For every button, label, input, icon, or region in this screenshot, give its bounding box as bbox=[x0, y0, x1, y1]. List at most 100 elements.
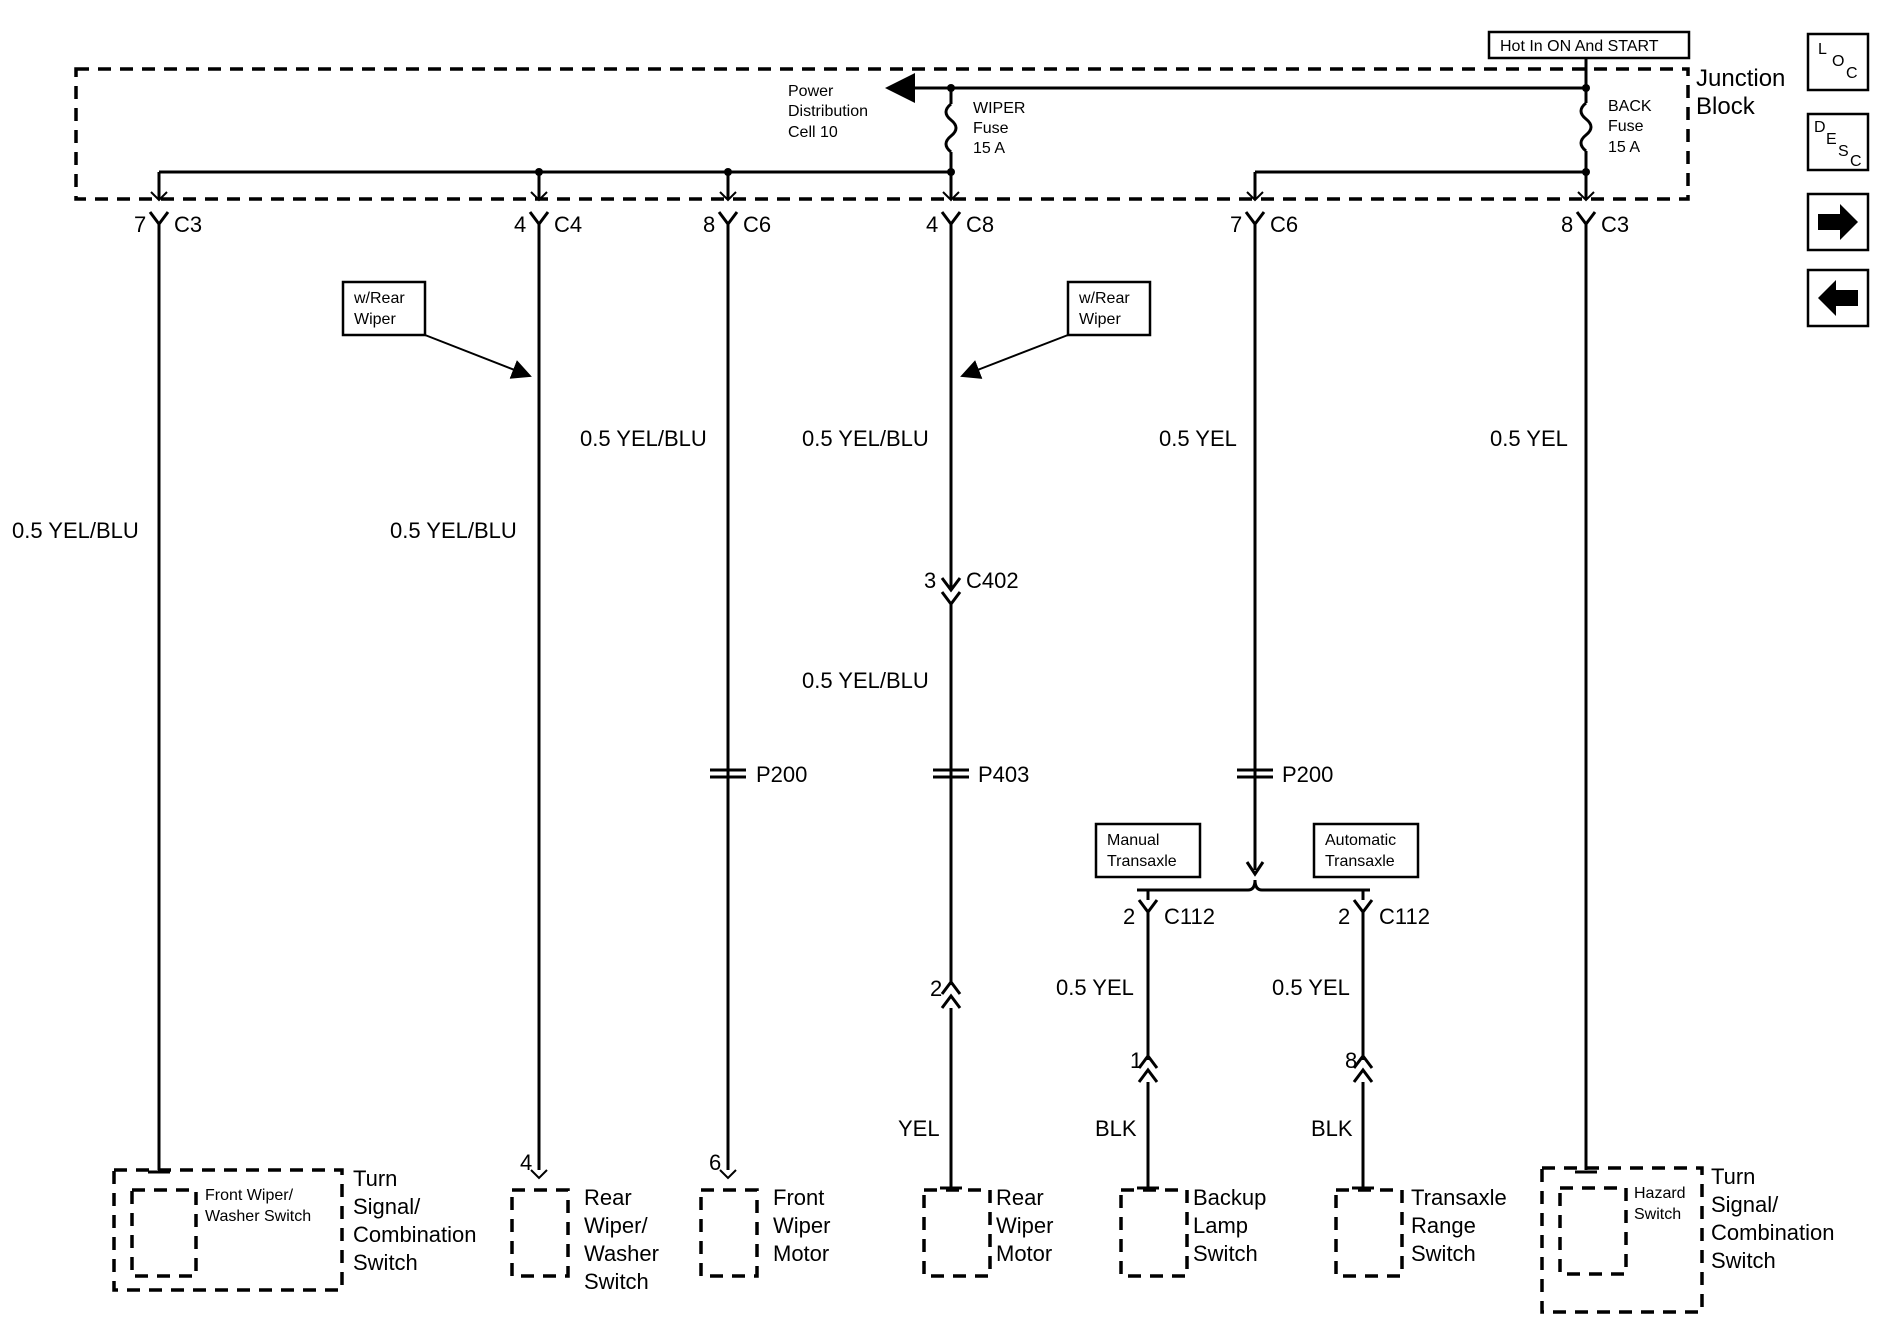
wiper-fuse-label-3: 15 A bbox=[973, 140, 1005, 157]
svg-text:C: C bbox=[1850, 153, 1862, 170]
c112-b-name: C112 bbox=[1379, 904, 1430, 929]
prev-button[interactable] bbox=[1806, 268, 1870, 328]
rear-wiper-note-2b: Wiper bbox=[1079, 311, 1121, 328]
blk-1-color: BLK bbox=[1095, 1116, 1137, 1141]
turn-signal-right-label: Turn bbox=[1711, 1164, 1755, 1189]
rear-wiper-note-2: w/Rear bbox=[1078, 290, 1130, 307]
yel-color: YEL bbox=[898, 1116, 940, 1141]
wire-4-color: 0.5 YEL/BLU bbox=[802, 426, 929, 451]
rear-wiper-washer-label-4: Switch bbox=[584, 1269, 649, 1294]
rear-wiper-note-1b: Wiper bbox=[354, 311, 396, 328]
rear-motor-connector-symbol bbox=[940, 979, 962, 1009]
turn-signal-right-label-2: Signal/ bbox=[1711, 1192, 1779, 1217]
c4-pin: 4 bbox=[514, 212, 526, 237]
arrow-left-icon bbox=[1818, 280, 1858, 316]
rear-wiper-motor-label: Rear bbox=[996, 1185, 1044, 1210]
splice-p403-label: P403 bbox=[978, 762, 1029, 787]
front-motor-pin: 6 bbox=[709, 1150, 721, 1175]
turn-signal-switch-left bbox=[112, 1168, 344, 1292]
backup-lamp-label-3: Switch bbox=[1193, 1241, 1258, 1266]
loc-button[interactable]: L O C bbox=[1806, 32, 1870, 92]
transaxle-range-label-2: Range bbox=[1411, 1213, 1476, 1238]
c8-pin: 4 bbox=[926, 212, 938, 237]
manual-transaxle-label-2: Transaxle bbox=[1107, 853, 1177, 870]
turn-signal-left-label: Turn bbox=[353, 1166, 397, 1191]
bus-drops bbox=[150, 172, 1595, 202]
splice-p200-b-label: P200 bbox=[1282, 762, 1333, 787]
turn-signal-left-label-3: Combination bbox=[353, 1222, 477, 1247]
turn-signal-left-label-2: Signal/ bbox=[353, 1194, 421, 1219]
turn-signal-right-label-3: Combination bbox=[1711, 1220, 1835, 1245]
svg-text:S: S bbox=[1838, 143, 1849, 160]
splice-p200-a bbox=[710, 768, 746, 779]
back-fuse-label-3: 15 A bbox=[1608, 139, 1640, 156]
wire-6-color: 0.5 YEL bbox=[1490, 426, 1568, 451]
rear-motor-pin: 2 bbox=[930, 976, 942, 1001]
c8-name: C8 bbox=[966, 212, 994, 237]
junction-block-label: Junction bbox=[1696, 65, 1785, 92]
c3-right-pin: 8 bbox=[1561, 212, 1573, 237]
wire-1-color: 0.5 YEL/BLU bbox=[12, 518, 139, 543]
svg-text:O: O bbox=[1832, 53, 1844, 70]
front-wiper-motor-label-2: Wiper bbox=[773, 1213, 830, 1238]
manual-transaxle-box bbox=[1094, 822, 1202, 879]
front-wiper-motor-label: Front bbox=[773, 1185, 824, 1210]
range-pin: 8 bbox=[1345, 1048, 1357, 1073]
svg-text:E: E bbox=[1826, 131, 1837, 148]
hot-in-label-box bbox=[1487, 30, 1691, 60]
c6-a-name: C6 bbox=[743, 212, 771, 237]
power-distribution-label: Power bbox=[788, 83, 834, 100]
c402-pin: 3 bbox=[924, 568, 936, 593]
hazard-switch-label: Hazard bbox=[1634, 1185, 1686, 1202]
turn-signal-right-label-4: Switch bbox=[1711, 1248, 1776, 1273]
wiper-fuse-label-2: Fuse bbox=[973, 120, 1009, 137]
top-connectors bbox=[148, 211, 1597, 227]
c4-name: C4 bbox=[554, 212, 582, 237]
backup-lamp-label-2: Lamp bbox=[1193, 1213, 1248, 1238]
automatic-transaxle-label-2: Transaxle bbox=[1325, 853, 1395, 870]
transaxle-split-bracket bbox=[1137, 879, 1370, 892]
back-fuse-symbol bbox=[1579, 101, 1593, 153]
front-wiper-motor-label-3: Motor bbox=[773, 1241, 829, 1266]
c6-b-name: C6 bbox=[1270, 212, 1298, 237]
wiper-fuse-label: WIPER bbox=[973, 100, 1025, 117]
wire-3-color: 0.5 YEL/BLU bbox=[580, 426, 707, 451]
transaxle-range-switch bbox=[1334, 1188, 1404, 1278]
splice-p403 bbox=[933, 768, 969, 779]
wire-5-color: 0.5 YEL bbox=[1159, 426, 1237, 451]
manual-transaxle-label: Manual bbox=[1107, 832, 1159, 849]
wire-2-color: 0.5 YEL/BLU bbox=[390, 518, 517, 543]
next-button[interactable] bbox=[1806, 192, 1870, 252]
rear-wiper-washer-switch bbox=[510, 1188, 570, 1278]
backup-lamp-switch bbox=[1119, 1188, 1189, 1278]
transaxle-range-label-3: Switch bbox=[1411, 1241, 1476, 1266]
transaxle-range-label: Transaxle bbox=[1411, 1185, 1507, 1210]
rear-wiper-note-1-box bbox=[341, 280, 427, 337]
svg-text:C: C bbox=[1846, 65, 1858, 82]
hazard-switch-label-2: Switch bbox=[1634, 1206, 1681, 1223]
hot-in-label: Hot In ON And START bbox=[1500, 38, 1659, 55]
rear-wiper-motor-label-3: Motor bbox=[996, 1241, 1052, 1266]
automatic-transaxle-label: Automatic bbox=[1325, 832, 1396, 849]
wire-8-color: 0.5 YEL bbox=[1272, 975, 1350, 1000]
c402-name: C402 bbox=[966, 568, 1019, 593]
power-distribution-label-3: Cell 10 bbox=[788, 124, 838, 141]
backup-lamp-label: Backup bbox=[1193, 1185, 1266, 1210]
automatic-transaxle-box bbox=[1312, 822, 1420, 879]
power-distribution-label-2: Distribution bbox=[788, 103, 868, 120]
c6-b-pin: 7 bbox=[1230, 212, 1242, 237]
rear-wiper-motor-label-2: Wiper bbox=[996, 1213, 1053, 1238]
rear-washer-pin: 4 bbox=[520, 1150, 532, 1175]
rear-wiper-washer-label-2: Wiper/ bbox=[584, 1213, 648, 1238]
c3-left-pin: 7 bbox=[134, 212, 146, 237]
front-wiper-switch-label-2: Washer Switch bbox=[205, 1208, 311, 1225]
c3-left-name: C3 bbox=[174, 212, 202, 237]
desc-button[interactable]: D E S C bbox=[1806, 112, 1870, 172]
back-fuse-label: BACK bbox=[1608, 98, 1652, 115]
junction-block-outline bbox=[74, 67, 1690, 201]
front-wiper-motor bbox=[699, 1188, 759, 1278]
wire-4b-color: 0.5 YEL/BLU bbox=[802, 668, 929, 693]
turn-signal-switch-right bbox=[1540, 1166, 1704, 1314]
back-fuse-label-2: Fuse bbox=[1608, 118, 1644, 135]
